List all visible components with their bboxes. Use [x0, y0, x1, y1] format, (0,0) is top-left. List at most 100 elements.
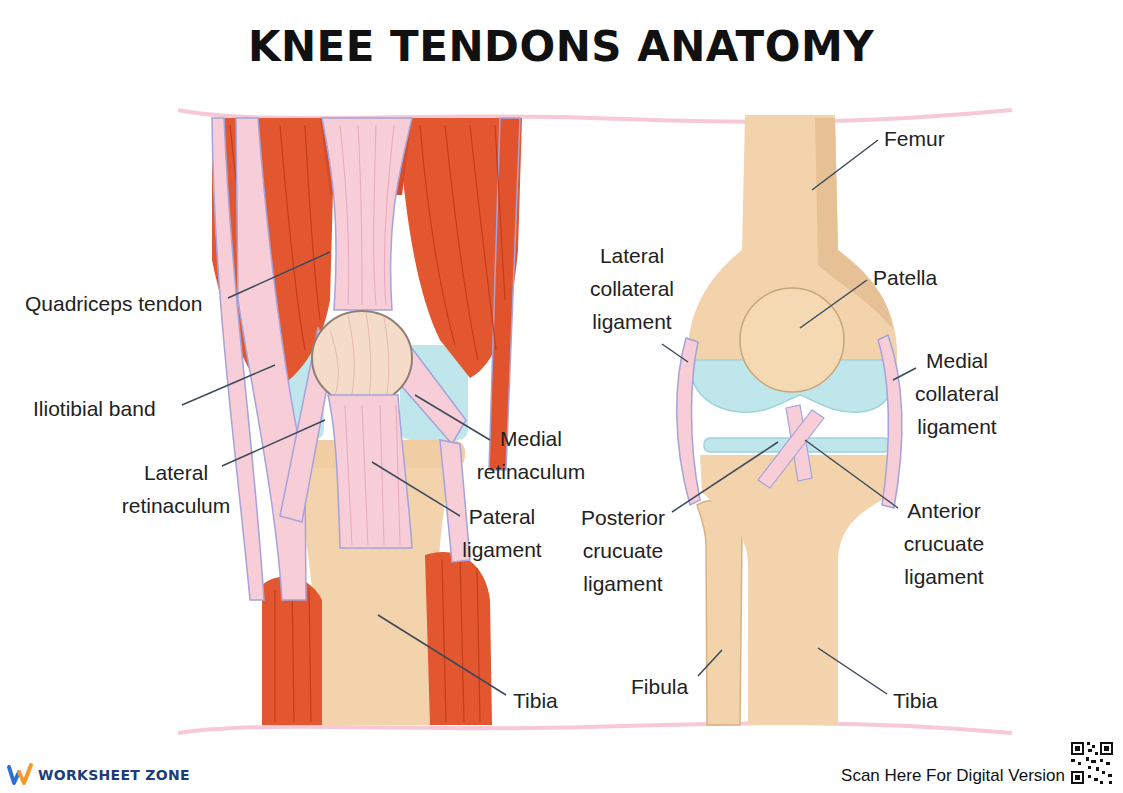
muscle-striations [305, 125, 320, 320]
leader-lines [415, 395, 490, 440]
qr-code [1096, 767, 1099, 771]
right-knee [677, 115, 902, 725]
qr-code [1070, 741, 1114, 785]
part-label: Pateral ligament [462, 500, 541, 566]
muscle-striations [477, 568, 480, 722]
left-knee [212, 118, 522, 725]
brand-logo: WORKSHEET ZONE [38, 765, 190, 785]
qr-code [1075, 775, 1080, 780]
leader-lines [228, 252, 330, 298]
muscle-striations [274, 590, 275, 722]
qr-code [1100, 742, 1113, 755]
patella [740, 288, 844, 392]
qr-code [1071, 742, 1084, 755]
leader-lines [222, 420, 325, 466]
part-label: Patella [873, 261, 937, 294]
tendon-striations [345, 405, 352, 545]
qr-code [1100, 781, 1103, 784]
qr-code [1073, 773, 1082, 782]
qr-code [1091, 760, 1096, 763]
qr-code [1078, 762, 1081, 765]
tendon-striations [340, 125, 394, 305]
footer-note: Scan Here For Digital Version [841, 765, 1065, 787]
qr-code [1086, 757, 1089, 761]
muscle-striations [495, 125, 505, 300]
muscle-striations [309, 588, 311, 722]
tendon-striations [396, 405, 400, 545]
part-label: Tibia [893, 684, 938, 717]
fibula [697, 501, 742, 725]
tendon [328, 395, 412, 548]
qr-code [1102, 744, 1111, 753]
qr-code [1092, 745, 1095, 748]
tendon-striations [340, 125, 349, 305]
logo-mark [9, 767, 19, 783]
qr-code [1094, 778, 1098, 781]
qr-code [1108, 774, 1112, 777]
qr-code [1087, 742, 1090, 745]
leader-lines [698, 650, 722, 676]
muscle [489, 118, 520, 470]
patella-lines [366, 312, 371, 404]
muscle [425, 552, 492, 725]
part-label: Femur [884, 122, 945, 155]
part-label: Lateral retinaculum [122, 456, 231, 522]
patella-lines [348, 315, 354, 402]
muscle-striations [292, 582, 294, 722]
muscle-striations [470, 125, 496, 350]
tendon-striations [374, 125, 376, 305]
qr-code [1071, 759, 1075, 762]
qr-code [1075, 746, 1080, 751]
tendon-striations [384, 125, 394, 305]
title: KNEE TENDONS ANATOMY [248, 22, 874, 72]
tendon-striations [358, 125, 362, 305]
leader-lines [800, 280, 867, 328]
part-label: Medial retinaculum [477, 422, 586, 488]
part-label: Fibula [631, 670, 688, 703]
qr-code [1070, 741, 1114, 785]
patella-lines [384, 318, 389, 400]
qr-code [1088, 775, 1091, 778]
bone-shade [815, 118, 893, 330]
tendon [322, 118, 412, 310]
tibia [700, 455, 896, 725]
muscle-striations [442, 560, 446, 722]
leader-lines [182, 365, 275, 405]
tendon-striations [362, 405, 368, 545]
patella [312, 311, 412, 405]
qr-code [1109, 781, 1112, 784]
qr-code [1104, 746, 1109, 751]
leader-lines [378, 615, 506, 695]
qr-code [1102, 771, 1105, 774]
collateral [878, 335, 902, 508]
iliotibial-band [236, 118, 306, 600]
collateral [677, 338, 700, 505]
logo-mark [19, 765, 31, 783]
patella-lines [330, 312, 389, 404]
qr-code [1071, 771, 1084, 784]
qr-code [1100, 759, 1103, 762]
leader-lines [662, 344, 688, 362]
muscle-striations [420, 125, 455, 345]
leader-lines [372, 462, 460, 516]
leader-lines [812, 140, 878, 190]
qr-code [1073, 744, 1082, 753]
part-label: Anterior crucuate ligament [904, 494, 985, 593]
muscle-striations [280, 125, 305, 350]
part-label: Tibia [513, 684, 558, 717]
logo-mark [9, 765, 31, 783]
part-label: Quadriceps tendon [25, 287, 202, 320]
part-label: Medial collateral ligament [915, 344, 999, 443]
part-label: Iliotibial band [33, 392, 156, 425]
qr-code [1088, 749, 1092, 752]
muscle-striations [460, 556, 464, 722]
qr-code [1106, 762, 1110, 765]
leader-lines [805, 440, 898, 508]
leader-lines [672, 442, 778, 512]
tendon-striations [380, 405, 384, 545]
muscle-striations [445, 125, 478, 360]
tendon-striations [345, 405, 400, 545]
leader-lines [893, 368, 916, 380]
qr-code [1088, 766, 1091, 769]
